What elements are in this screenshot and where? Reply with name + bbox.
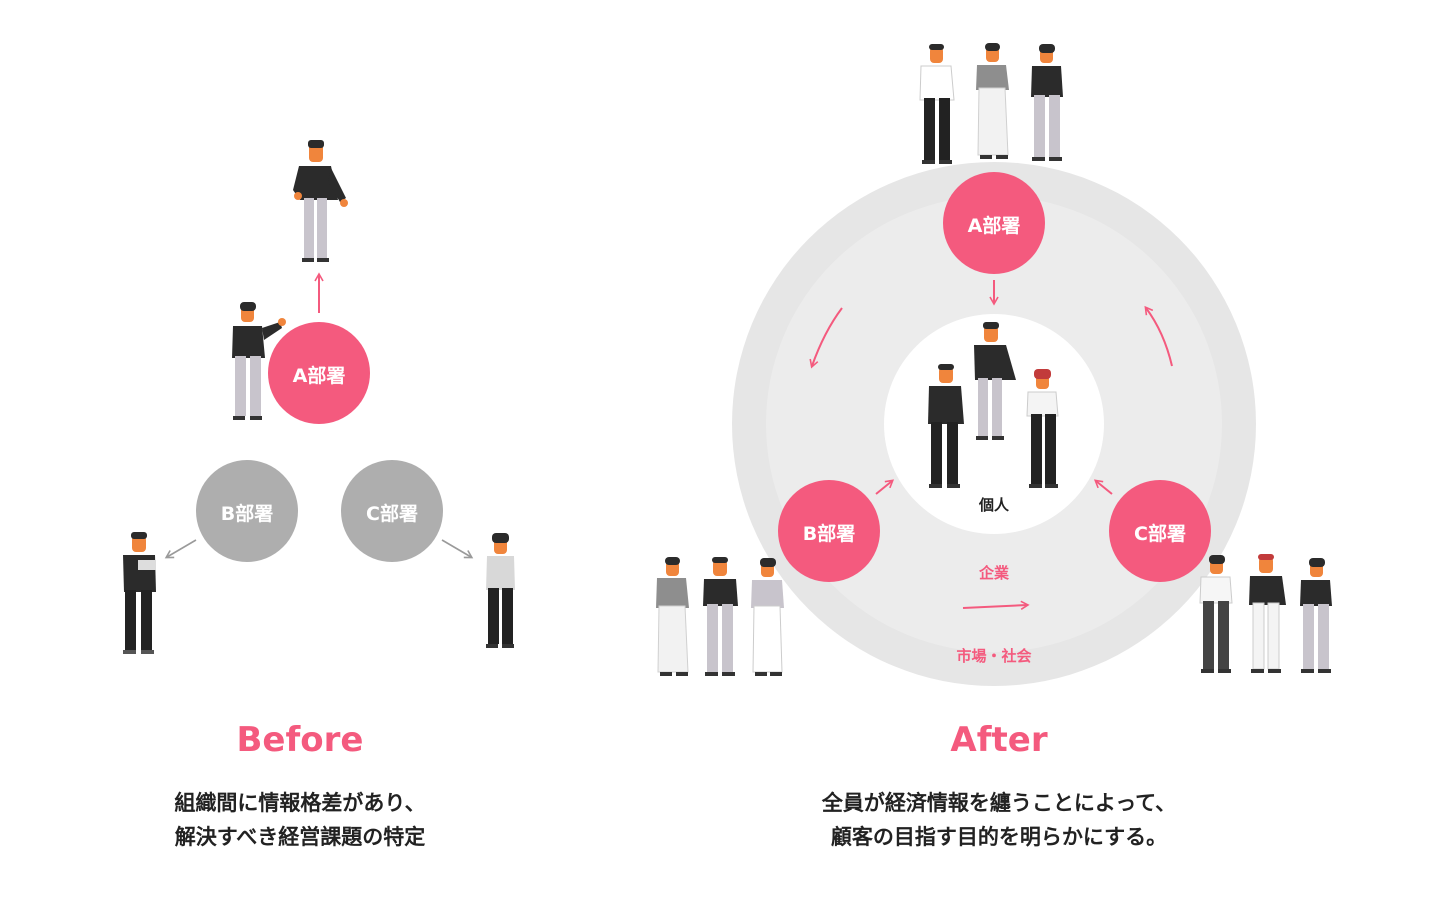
people-group-top <box>919 43 1063 164</box>
arrow-b-to-center <box>875 479 895 495</box>
person-before-a <box>232 302 286 420</box>
before-heading: Before <box>236 720 364 760</box>
after-dept-b-label: B部署 <box>802 523 856 545</box>
before-dept-c-label: C部署 <box>366 503 418 525</box>
person-before-c <box>486 533 515 648</box>
arrow-c-to-center <box>1093 479 1113 495</box>
after-dept-c-label: C部署 <box>1134 523 1186 545</box>
people-group-bottom-right <box>1199 554 1332 673</box>
before-dept-a-label: A部署 <box>292 365 346 387</box>
arrow-cycle-right <box>1144 305 1173 367</box>
before-dept-b-circle <box>196 460 298 562</box>
after-caption-line1: 全員が経済情報を纏うことによって、 <box>821 791 1177 815</box>
before-caption-line1: 組織間に情報格差があり、 <box>174 791 426 815</box>
person-before-b <box>123 532 156 654</box>
arrow-b-left <box>164 539 197 559</box>
people-group-center <box>928 322 1059 488</box>
after-heading: After <box>950 720 1048 760</box>
arrow-c-right <box>441 539 474 559</box>
arrow-company-flow <box>962 600 1030 610</box>
after-dept-a-label: A部署 <box>967 215 1021 237</box>
before-dept-b-label: B部署 <box>220 503 274 525</box>
after-dept-a-circle <box>943 172 1045 274</box>
label-market-society: 市場・社会 <box>956 647 1032 665</box>
before-dept-c-circle <box>341 460 443 562</box>
after-dept-c-circle <box>1109 480 1211 582</box>
after-caption-line2: 顧客の目指す目的を明らかにする。 <box>830 825 1168 849</box>
label-individual: 個人 <box>978 496 1009 514</box>
people-group-bottom-left <box>656 557 784 676</box>
label-company: 企業 <box>978 564 1009 582</box>
after-diagram <box>656 43 1332 686</box>
after-dept-b-circle <box>778 480 880 582</box>
before-caption-line2: 解決すべき経営課題の特定 <box>174 825 426 849</box>
before-dept-a-circle <box>268 322 370 424</box>
before-diagram <box>123 140 515 654</box>
person-before-top <box>293 140 348 262</box>
arrow-cycle-left <box>809 307 843 369</box>
